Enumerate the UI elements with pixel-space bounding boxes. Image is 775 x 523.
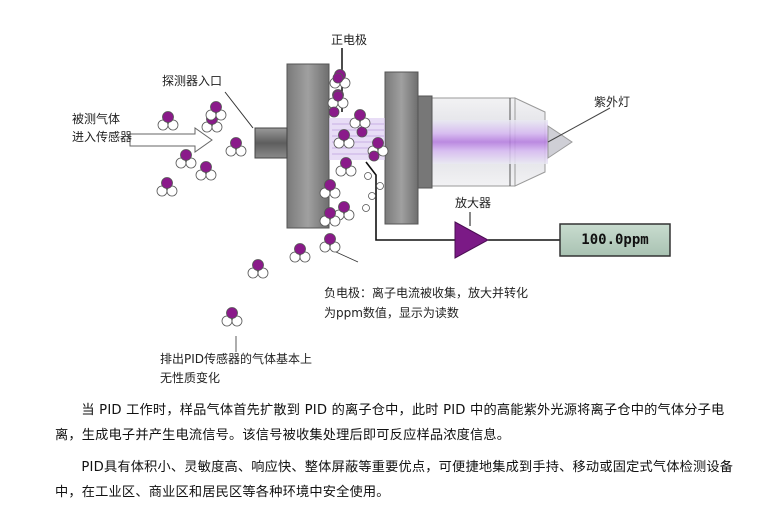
uv-lamp: [429, 97, 611, 187]
molecule: [319, 233, 341, 253]
electron: [368, 192, 376, 200]
label-positive-electrode: 正电极: [331, 33, 368, 47]
electron: [362, 204, 370, 212]
label-exhaust-2: 无性质变化: [160, 371, 221, 385]
molecule: [156, 177, 178, 197]
molecule: [349, 109, 371, 129]
electron: [364, 172, 372, 180]
molecule: [175, 149, 197, 169]
label-exhaust-1: 排出PID传感器的气体基本上: [160, 352, 313, 366]
ion: [332, 72, 344, 84]
paragraph-1: 当 PID 工作时，样品气体首先扩散到 PID 的离子仓中，此时 PID 中的高…: [55, 403, 725, 443]
signal-wire: [365, 161, 560, 241]
molecule: [225, 137, 247, 157]
paragraph-2: PID具有体积小、灵敏度高、响应快、整体屏蔽等重要优点，可便捷地集成到手持、移动…: [55, 460, 734, 500]
molecule: [195, 161, 217, 181]
gas-molecules: [156, 69, 389, 327]
ion: [332, 90, 344, 102]
ion: [328, 106, 340, 118]
label-negative-electrode-2: 为ppm数值，显示为读数: [324, 306, 459, 320]
label-gas-into-sensor-1: 被测气体: [72, 112, 121, 126]
ppm-display: [559, 223, 671, 257]
detector-inlet: [254, 127, 288, 159]
molecule: [205, 101, 227, 121]
electron: [376, 182, 384, 190]
molecule: [319, 179, 341, 199]
inflow-arrow: [129, 127, 213, 153]
label-negative-electrode-1: 负电极：离子电流被收集，放大并转化: [324, 286, 529, 300]
ion: [368, 150, 380, 162]
molecule: [335, 157, 357, 177]
ion: [356, 126, 368, 138]
display-reading: 100.0ppm: [581, 232, 649, 248]
label-detector-inlet: 探测器入口: [162, 74, 223, 88]
electrode-plates: [286, 48, 433, 229]
molecule: [289, 243, 311, 263]
label-amplifier: 放大器: [455, 196, 492, 210]
molecule: [247, 259, 269, 279]
molecule: [157, 111, 179, 131]
label-gas-into-sensor-2: 进入传感器: [72, 130, 133, 144]
amplifier-symbol: [454, 221, 490, 259]
molecule: [319, 207, 341, 227]
molecule: [333, 129, 355, 149]
pid-diagram: [129, 48, 671, 352]
label-uv-lamp: 紫外灯: [594, 95, 631, 109]
molecule: [221, 307, 243, 327]
